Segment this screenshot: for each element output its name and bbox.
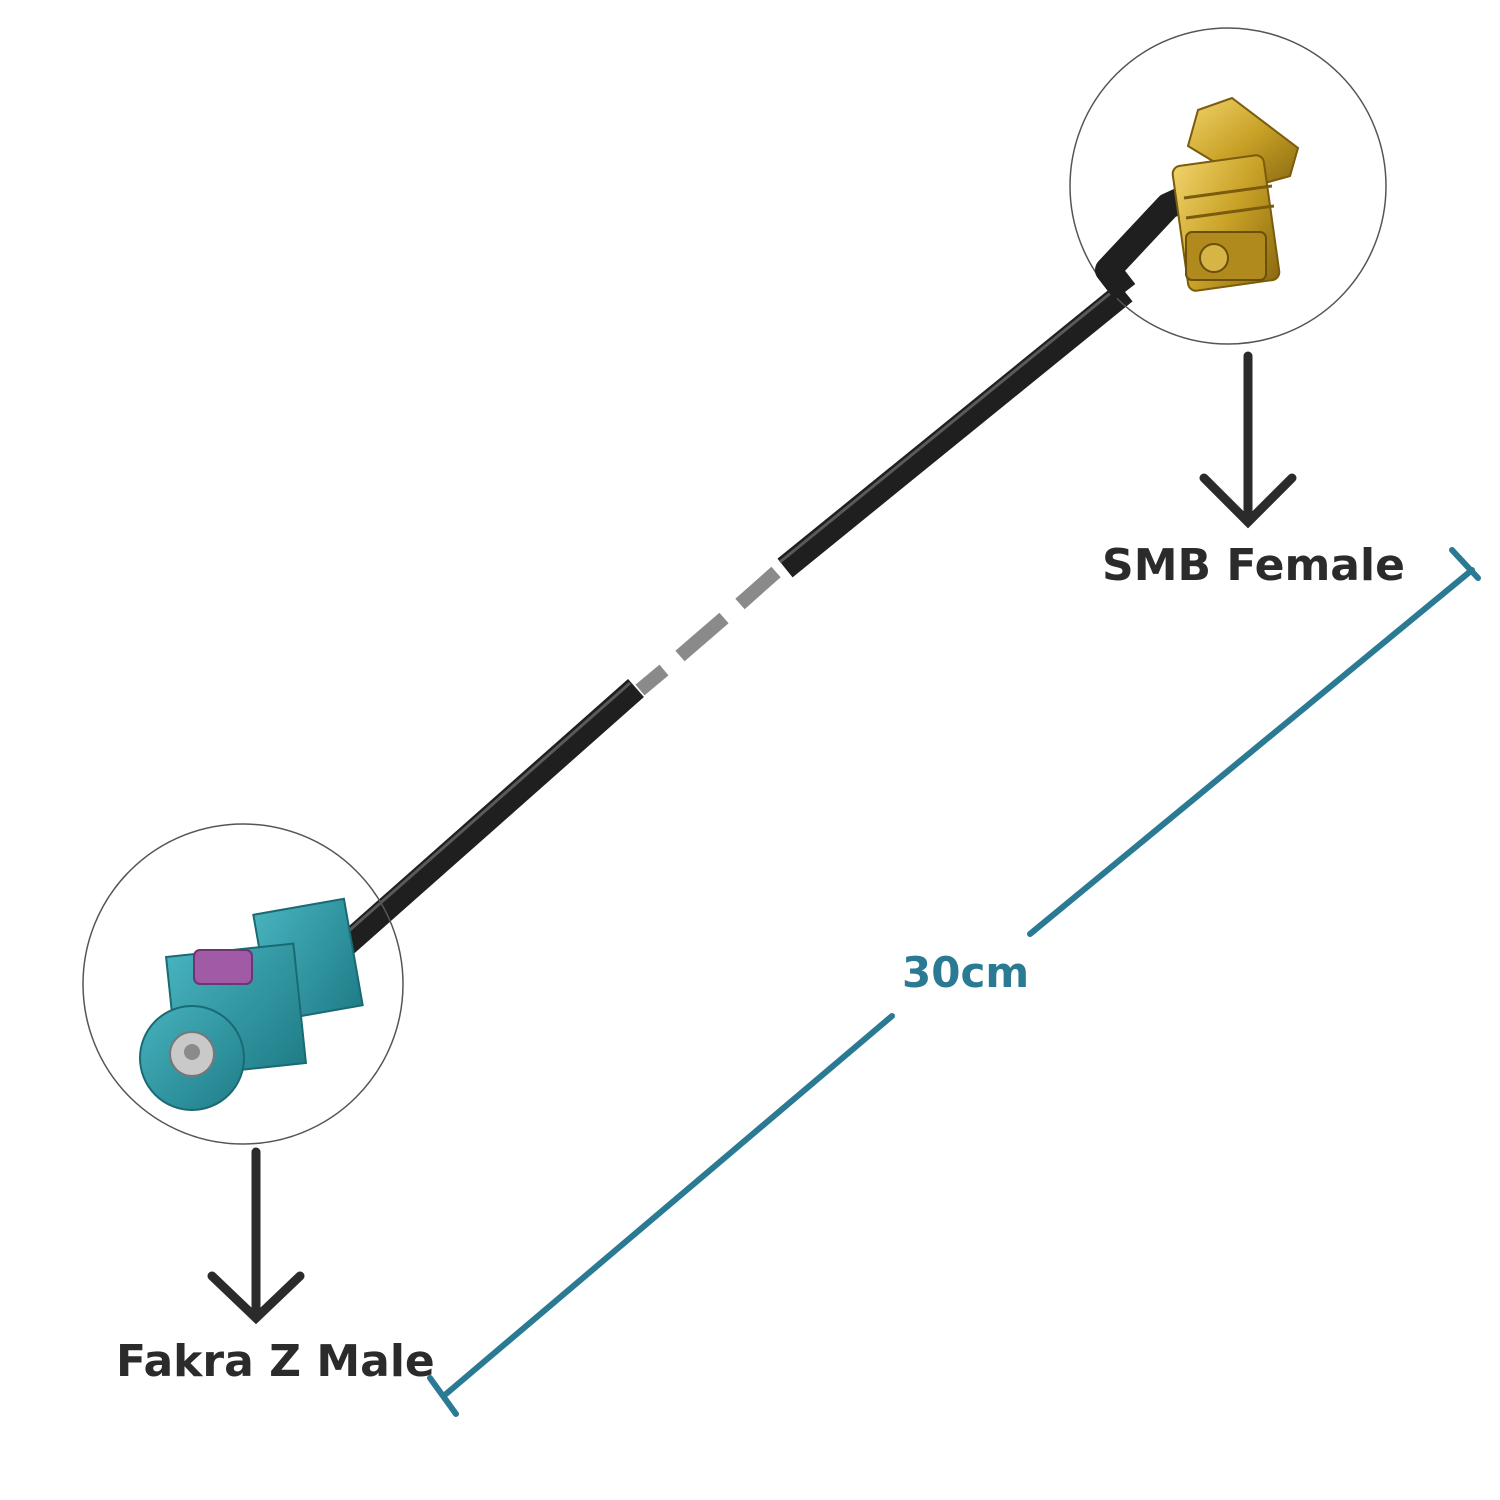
cable-upper-segment — [777, 282, 1133, 578]
smb-ring-2 — [1185, 204, 1275, 220]
cable-cut-dash-3 — [635, 664, 669, 696]
cable-length-label: 30cm — [902, 948, 1030, 997]
fakra-z-male-label: Fakra Z Male — [116, 1336, 435, 1387]
smb-hex-nut — [1186, 96, 1300, 188]
dimension-segment-upper — [1027, 567, 1475, 937]
cable — [332, 282, 1133, 959]
smb-socket — [1199, 243, 1229, 273]
smb-female-label: SMB Female — [1102, 540, 1405, 591]
cable-cut-dash-2 — [675, 612, 729, 662]
arrow-down-icon — [207, 1147, 305, 1325]
arrow-down-icon — [1199, 351, 1297, 529]
cable-lower-segment — [332, 679, 644, 959]
cable-upper-highlight — [779, 285, 1119, 564]
dimension-segment-lower — [443, 1013, 895, 1397]
dimension-cap-top — [1449, 547, 1481, 581]
fakra-connector — [139, 897, 364, 1111]
fakra-plug-pin — [184, 1044, 200, 1060]
cable-cut-dash-1 — [735, 566, 781, 610]
fakra-coding-key — [193, 949, 253, 985]
smb-callout-circle — [1069, 27, 1387, 345]
smb-ring-1 — [1183, 184, 1273, 200]
fakra-callout-circle — [82, 823, 404, 1145]
cable-lower-highlight — [333, 681, 631, 946]
smb-connector — [1171, 96, 1300, 292]
dimension-line — [427, 547, 1481, 1417]
dimension-cap-bottom — [427, 1375, 459, 1417]
